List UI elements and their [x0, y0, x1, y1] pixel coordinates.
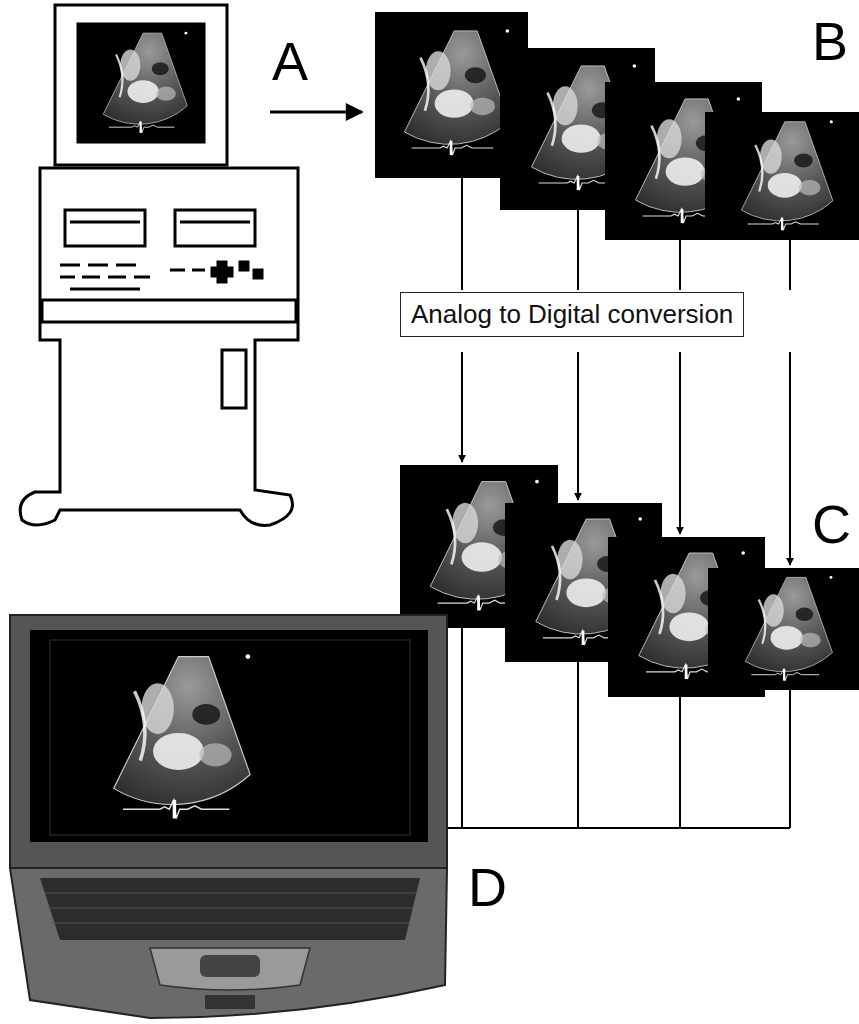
box-label: Analog to Digital conversion — [411, 299, 733, 330]
laptop — [10, 615, 447, 1018]
conversion-box: Analog to Digital conversion — [400, 292, 744, 337]
flow-arrow — [270, 111, 362, 114]
part-letter: D — [468, 860, 507, 914]
part-letter: B — [812, 14, 848, 68]
part-letter: C — [812, 497, 851, 551]
digital-frames — [400, 465, 859, 697]
part-letter: A — [272, 34, 308, 88]
analog-frames — [375, 12, 859, 240]
ultrasound-machine — [20, 5, 298, 525]
keyboard-keys — [60, 262, 262, 289]
